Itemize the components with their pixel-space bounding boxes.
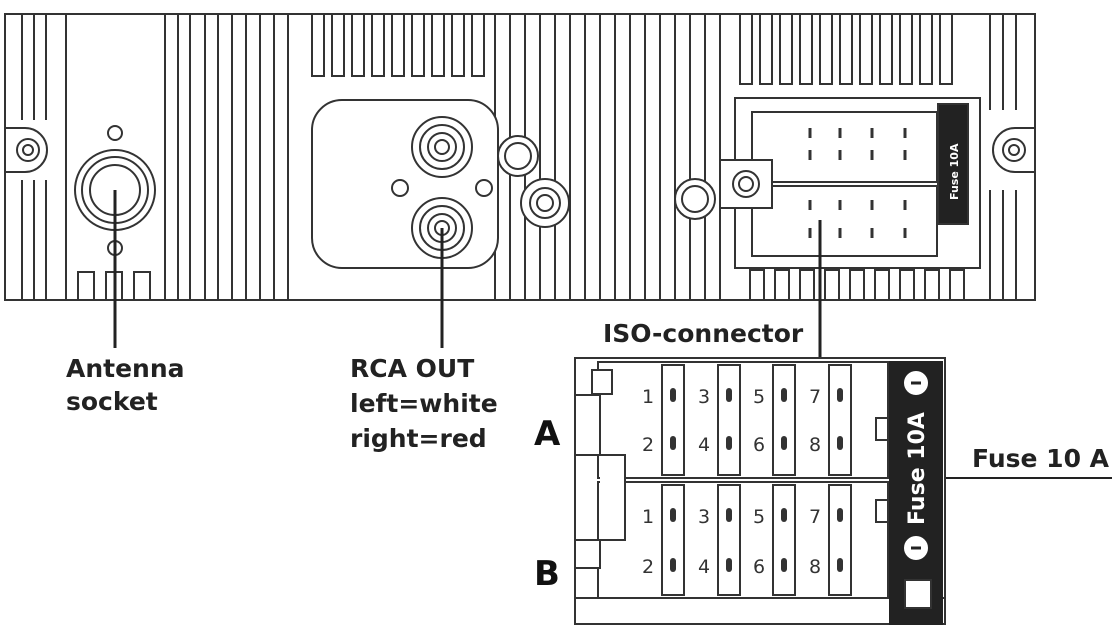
pin-a-6: 6 <box>753 434 765 456</box>
pin-a-7: 7 <box>809 386 821 408</box>
mounting-hole-right <box>992 127 1036 173</box>
pin-numbers-a: 1 2 3 4 5 6 7 8 <box>642 386 821 456</box>
pin-a-2: 2 <box>642 434 654 456</box>
pin-a-5: 5 <box>753 386 765 408</box>
rca-label-line1: RCA OUT <box>350 354 474 383</box>
antenna-label-line2: socket <box>66 387 158 416</box>
fuse-vertical-label: Fuse 10A <box>905 412 930 525</box>
rca-label-line2: left=white <box>350 389 498 418</box>
leader-lines <box>113 190 1112 479</box>
rca-label-line3: right=red <box>350 424 487 453</box>
block-a-label: A <box>534 414 561 454</box>
mounting-hole-left <box>4 127 48 173</box>
pin-a-8: 8 <box>809 434 821 456</box>
iso-connector-label: ISO-connector <box>603 319 804 348</box>
rear-panel <box>4 13 1036 301</box>
pin-b-4: 4 <box>698 556 710 578</box>
heatsink-fins <box>21 14 1017 300</box>
pin-b-7: 7 <box>809 506 821 528</box>
fuse-callout-label: Fuse 10 A <box>972 444 1110 473</box>
pin-a-3: 3 <box>698 386 710 408</box>
pin-b-8: 8 <box>809 556 821 578</box>
bottom-slots <box>77 269 965 301</box>
antenna-label-line1: Antenna <box>66 354 185 383</box>
iso-connector-detail <box>574 357 946 625</box>
block-b-label: B <box>534 554 560 594</box>
pin-b-1: 1 <box>642 506 654 528</box>
pin-b-3: 3 <box>698 506 710 528</box>
pin-b-5: 5 <box>753 506 765 528</box>
top-slots <box>311 13 953 85</box>
pin-a-4: 4 <box>698 434 710 456</box>
rca-sockets <box>311 99 570 269</box>
panel-iso-connector <box>674 97 981 269</box>
pin-b-2: 2 <box>642 556 654 578</box>
panel-fuse-label: Fuse 10A <box>948 143 961 200</box>
pin-numbers-b: 1 2 3 4 5 6 7 8 <box>642 506 821 578</box>
pin-a-1: 1 <box>642 386 654 408</box>
pin-b-6: 6 <box>753 556 765 578</box>
